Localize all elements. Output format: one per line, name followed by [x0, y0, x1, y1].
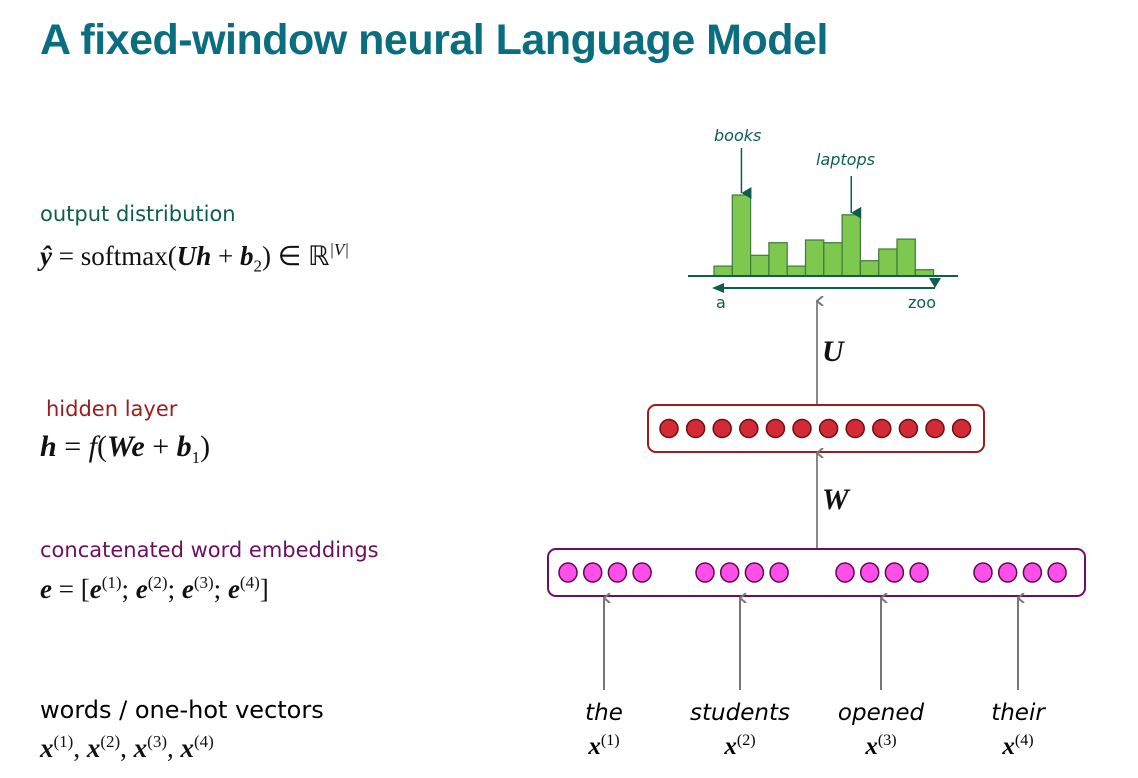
hidden-unit [765, 418, 786, 439]
embedding-unit [859, 562, 880, 583]
embeddings-equation: e = [e(1); e(2); e(3); e(4)] [40, 573, 269, 604]
words-equation: x(1), x(2), x(3), x(4) [40, 732, 214, 763]
embeddings-label: concatenated word embeddings [40, 538, 379, 562]
hidden-unit [898, 418, 919, 439]
histogram-bar [731, 194, 752, 277]
input-word: their [991, 700, 1045, 726]
hidden-unit [845, 418, 865, 439]
embedding-unit [1047, 562, 1067, 583]
histogram-bar [859, 260, 880, 277]
input-vector: x(1) [588, 732, 620, 760]
input-vector: x(3) [865, 732, 897, 760]
output-distribution-label: output distribution [40, 202, 236, 226]
annotation-laptops: laptops [816, 150, 875, 169]
axis-start-label: a [716, 293, 726, 312]
embedding-unit [835, 562, 855, 583]
hidden-unit [818, 418, 839, 439]
vocab-axis-arrow-left [712, 283, 724, 293]
histogram-bar [823, 242, 843, 277]
slide-title: A fixed-window neural Language Model [40, 16, 828, 64]
embedding-unit [632, 562, 652, 583]
embedding-unit [1022, 562, 1043, 583]
axis-end-label: zoo [908, 293, 936, 312]
embedding-unit [558, 562, 578, 583]
embedding-unit [997, 562, 1018, 583]
embedding-unit [607, 562, 628, 583]
output-histogram [688, 148, 958, 293]
input-word: opened [837, 700, 925, 726]
hidden-unit [951, 418, 972, 439]
histogram-bar [878, 248, 898, 277]
input-word: the [585, 700, 623, 726]
input-vector: x(4) [1002, 732, 1034, 760]
histogram-bar [768, 242, 788, 277]
words-label: words / one-hot vectors [40, 696, 324, 724]
histogram-bar [749, 254, 770, 277]
w-weight-label: W [822, 483, 849, 516]
histogram-bar [713, 265, 733, 277]
hidden-unit [872, 418, 892, 439]
input-vector: x(2) [724, 732, 756, 760]
embedding-unit [884, 562, 905, 583]
input-word: students [690, 700, 790, 726]
hidden-unit [739, 418, 759, 439]
embedding-unit [695, 562, 715, 583]
hidden-unit [925, 418, 945, 439]
embedding-layer-box [547, 548, 1086, 597]
histogram-bar [841, 214, 861, 277]
hidden-unit [685, 418, 706, 439]
histogram-bar [786, 265, 807, 277]
embedding-unit [769, 562, 789, 583]
embedding-unit [582, 562, 603, 583]
embedding-unit [719, 562, 740, 583]
histogram-bar [896, 238, 916, 277]
hidden-layer-label: hidden layer [46, 397, 178, 421]
embedding-unit [973, 562, 993, 583]
annotation-books: books [714, 126, 762, 145]
hidden-unit [712, 418, 732, 439]
output-equation: ŷ = softmax(Uh + b2) ∈ ℝ|V| [40, 240, 350, 276]
hidden-unit [659, 418, 679, 439]
u-weight-label: U [822, 335, 844, 368]
hidden-equation: h = f(We + b1) [40, 430, 211, 467]
histogram-bar [804, 239, 825, 277]
hidden-unit [792, 418, 812, 439]
embedding-unit [909, 562, 929, 583]
embedding-unit [744, 562, 765, 583]
